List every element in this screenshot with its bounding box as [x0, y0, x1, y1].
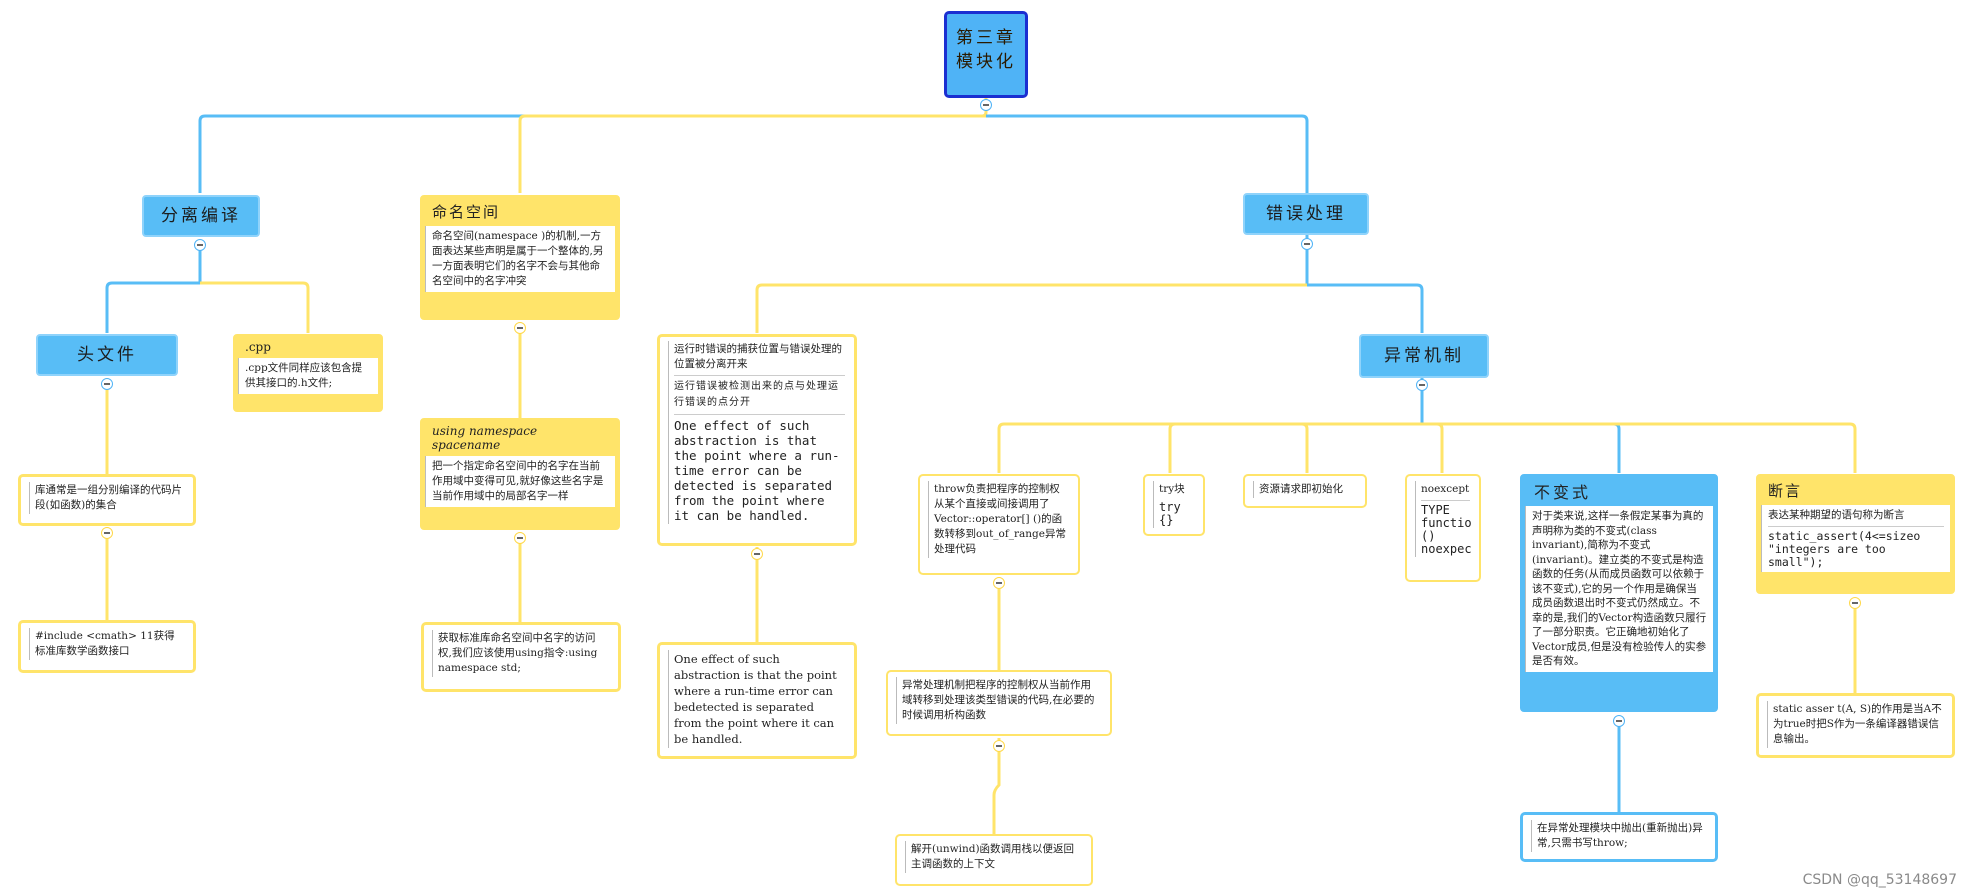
noexcept-node[interactable]: noexcept TYPE functio () noexpec	[1405, 474, 1481, 582]
collapse-toggle-icon[interactable]	[1613, 715, 1625, 727]
collapse-toggle-icon[interactable]	[101, 527, 113, 539]
namespace-node[interactable]: 命名空间 命名空间(namespace )的机制,一方面表达某些声明是属于一个整…	[420, 195, 620, 320]
unwind-text: 解开(unwind)函数调用栈以便返回主调函数的上下文	[905, 841, 1087, 873]
separate-compile-node[interactable]: 分离编译	[142, 195, 260, 237]
error-separation-line1: 运行时错误的捕获位置与错误处理的位置被分离开来	[674, 343, 842, 370]
namespace-access-note[interactable]: 获取标准库命名空间中名字的访问权,我们应该使用using指令:using nam…	[421, 622, 621, 692]
try-node[interactable]: try块 try {}	[1143, 474, 1205, 536]
try-title: try块	[1159, 483, 1185, 495]
noexcept-code-1: TYPE	[1421, 503, 1450, 517]
root-title-line1: 第三章	[956, 28, 1016, 48]
assert-title: 断言	[1768, 482, 1803, 500]
rethrow-node[interactable]: 在异常处理模块中抛出(重新抛出)异常,只需书写throw;	[1520, 812, 1718, 862]
cpp-title: .cpp	[245, 340, 271, 354]
try-code: try {}	[1159, 500, 1181, 527]
namespace-access-text: 获取标准库命名空间中名字的访问权,我们应该使用using指令:using nam…	[432, 630, 614, 677]
using-node[interactable]: using namespace spacename 把一个指定命名空间中的名字在…	[420, 418, 620, 530]
include-note-text: #include <cmath> 11获得标准库数学函数接口	[29, 628, 189, 660]
collapse-toggle-icon[interactable]	[1416, 379, 1428, 391]
handler-text: 异常处理机制把程序的控制权从当前作用域转移到处理该类型错误的代码,在必要的时候调…	[896, 677, 1106, 724]
collapse-toggle-icon[interactable]	[101, 378, 113, 390]
static-assert-node[interactable]: static asser t(A, S)的作用是当A不为true时把S作为一条编…	[1756, 693, 1955, 758]
invariant-title: 不变式	[1534, 483, 1592, 502]
throw-node[interactable]: throw负责把程序的控制权从某个直接或间接调用了Vector::operato…	[918, 474, 1080, 575]
error-handling-node[interactable]: 错误处理	[1243, 193, 1369, 235]
collapse-toggle-icon[interactable]	[751, 548, 763, 560]
watermark: CSDN @qq_53148697	[1802, 872, 1957, 888]
collapse-toggle-icon[interactable]	[1301, 238, 1313, 250]
error-separation-line2: 运行错误被检测出来的点与处理运行错误的点分开	[674, 381, 839, 408]
unwind-node[interactable]: 解开(unwind)函数调用栈以便返回主调函数的上下文	[895, 834, 1093, 886]
cpp-node[interactable]: .cpp .cpp文件同样应该包含提供其接口的.h文件;	[233, 334, 383, 412]
noexcept-code-4: noexpec	[1421, 542, 1472, 556]
noexcept-title: noexcept	[1421, 483, 1470, 495]
header-file-node[interactable]: 头文件	[36, 334, 178, 376]
header-file-title: 头文件	[77, 345, 137, 365]
collapse-toggle-icon[interactable]	[514, 532, 526, 544]
raii-text: 资源请求即初始化	[1253, 481, 1361, 498]
error-handling-title: 错误处理	[1266, 204, 1346, 224]
noexcept-code-3: ()	[1421, 529, 1436, 543]
root-node[interactable]: 第三章 模块化	[944, 11, 1028, 98]
namespace-title: 命名空间	[432, 203, 501, 221]
raii-node[interactable]: 资源请求即初始化	[1243, 474, 1367, 508]
error-separation-node[interactable]: 运行时错误的捕获位置与错误处理的位置被分离开来 运行错误被检测出来的点与处理运行…	[657, 334, 857, 546]
invariant-body: 对于类来说,这样一条假定某事为真的声明称为类的不变式(class invaria…	[1525, 506, 1713, 672]
collapse-toggle-icon[interactable]	[514, 322, 526, 334]
invariant-node[interactable]: 不变式 对于类来说,这样一条假定某事为真的声明称为类的不变式(class inv…	[1520, 474, 1718, 712]
exceptions-node[interactable]: 异常机制	[1359, 334, 1489, 378]
collapse-toggle-icon[interactable]	[1849, 597, 1861, 609]
collapse-toggle-icon[interactable]	[980, 99, 992, 111]
cpp-body: .cpp文件同样应该包含提供其接口的.h文件;	[238, 358, 378, 394]
assert-code: static_assert(4<=sizeo "integers are too…	[1768, 529, 1921, 569]
library-note[interactable]: 库通常是一组分别编译的代码片段(如函数)的集合	[18, 474, 196, 526]
handler-node[interactable]: 异常处理机制把程序的控制权从当前作用域转移到处理该类型错误的代码,在必要的时候调…	[886, 670, 1112, 736]
using-body: 把一个指定命名空间中的名字在当前作用域中变得可见,就好像这些名字是当前作用域中的…	[425, 456, 615, 507]
collapse-toggle-icon[interactable]	[194, 239, 206, 251]
using-title: using namespace spacename	[432, 424, 538, 452]
collapse-toggle-icon[interactable]	[993, 740, 1005, 752]
exceptions-title: 异常机制	[1384, 346, 1464, 366]
rethrow-text: 在异常处理模块中抛出(重新抛出)异常,只需书写throw;	[1531, 820, 1711, 852]
assert-node[interactable]: 断言 表达某种期望的语句称为断言 static_assert(4<=sizeo …	[1756, 474, 1955, 594]
library-note-text: 库通常是一组分别编译的代码片段(如函数)的集合	[29, 482, 189, 514]
separate-compile-title: 分离编译	[161, 206, 241, 226]
noexcept-code-2: functio	[1421, 516, 1472, 530]
throw-text: throw负责把程序的控制权从某个直接或间接调用了Vector::operato…	[928, 481, 1074, 558]
namespace-body: 命名空间(namespace )的机制,一方面表达某些声明是属于一个整体的,另一…	[425, 226, 615, 292]
static-assert-text: static asser t(A, S)的作用是当A不为true时把S作为一条编…	[1767, 701, 1948, 748]
collapse-toggle-icon[interactable]	[993, 577, 1005, 589]
assert-body: 表达某种期望的语句称为断言	[1768, 509, 1905, 521]
error-separation-quote: One effect of such abstraction is that t…	[674, 418, 840, 523]
root-title-line2: 模块化	[956, 52, 1016, 72]
include-note[interactable]: #include <cmath> 11获得标准库数学函数接口	[18, 620, 196, 673]
error-quote-node[interactable]: One effect of such abstraction is that t…	[657, 642, 857, 759]
error-quote-text: One effect of such abstraction is that t…	[668, 650, 850, 748]
